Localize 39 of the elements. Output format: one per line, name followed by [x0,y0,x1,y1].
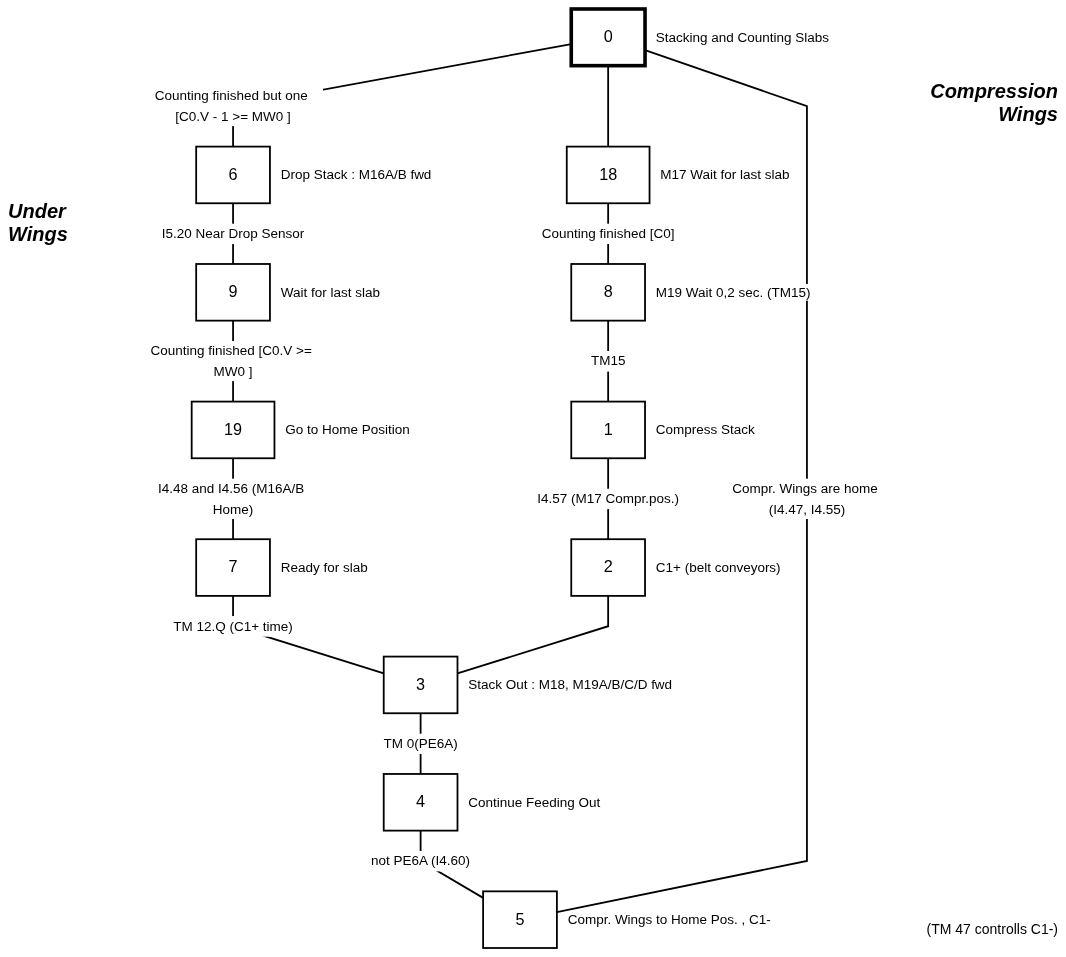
step-action-text: C1+ (belt conveyors) [655,560,781,576]
step-action-text: M19 Wait 0,2 sec. (TM15) [655,284,811,300]
step-action-text: Stack Out : M18, M19A/B/C/D fwd [468,677,673,693]
edge-label: Compr. Wings are home (I4.47, I4.55) [732,480,878,516]
node-box: 1 [570,400,646,460]
edge-label: I4.48 and I4.56 (M16A/B Home) [158,480,305,516]
step-action-text: Go to Home Position [285,422,410,438]
note-text: (TM 47 controlls C1-) [925,921,1058,937]
step-action-text: Continue Feeding Out [468,794,601,810]
branch-heading: Compression Wings [929,80,1058,126]
edge-label: I4.57 (M17 Compr.pos.) [537,490,680,506]
node-box: 18 [565,145,651,205]
edge-label: not PE6A (I4.60) [371,852,471,868]
step-action-text: Compress Stack [655,422,755,438]
edge-label: TM 12.Q (C1+ time) [173,617,293,634]
edge-label: TM 0(PE6A) [383,735,458,751]
step-action-text: Drop Stack : M16A/B fwd [280,167,432,183]
edge-label: Counting finished but one [C0.V - 1 >= MW0 ] [154,87,308,124]
branch-heading: Under Wings [8,200,69,246]
step-action-text: Stacking and Counting Slabs [655,29,829,45]
node-box: 5 [482,890,558,949]
node-box: 19 [190,400,276,460]
node-box: 7 [195,538,271,597]
node-box: 2 [570,538,646,597]
step-action-text: M17 Wait for last slab [660,167,790,183]
step-action-text: Compr. Wings to Home Pos. , C1- [567,912,771,928]
edge-label: TM15 [590,352,626,369]
edge-label: I5.20 Near Drop Sensor [161,225,305,241]
node-box: 4 [382,773,459,832]
edge-label: Counting finished [C0] [541,225,675,241]
node-box: 0 [569,7,647,68]
step-action-text: Ready for slab [280,560,368,576]
node-box: 3 [382,655,459,715]
connector [556,49,808,914]
node-box: 6 [195,145,271,205]
edge-label: Counting finished [C0.V >= MW0 ] [150,342,312,379]
node-box: 9 [195,263,271,322]
node-box: 8 [570,263,646,322]
step-action-text: Wait for last slab [280,284,380,300]
